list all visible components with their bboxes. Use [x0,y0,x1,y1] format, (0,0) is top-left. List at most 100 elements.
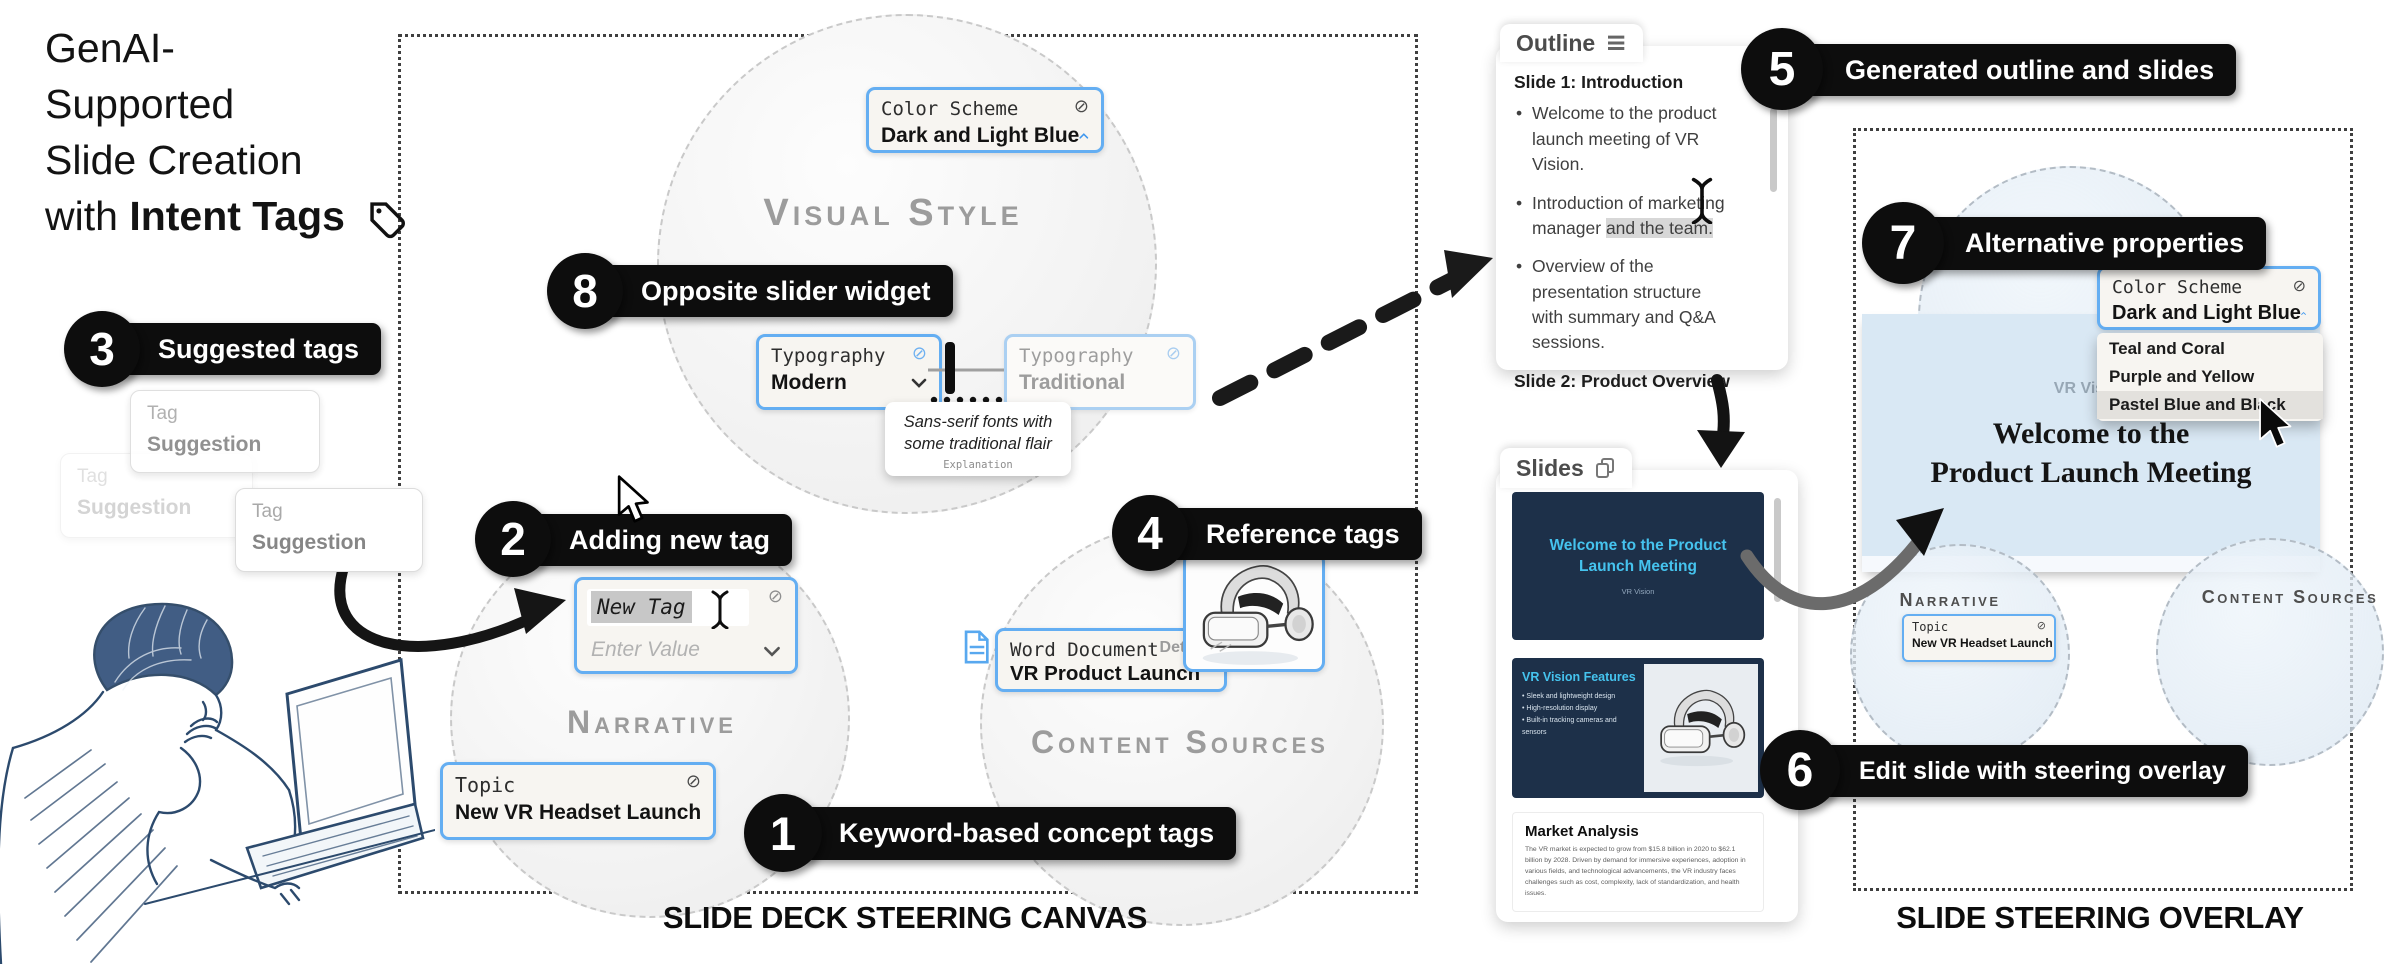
topic-label: Topic [1912,620,1949,634]
new-tag-value-placeholder[interactable]: Enter Value [591,638,700,661]
slide-steering-overlay-region [1853,128,2353,891]
color-scheme-options: Teal and Coral Purple and Yellow Pastel … [2097,333,2323,421]
color-scheme-value: Dark and Light Blue [2112,302,2301,324]
negate-icon[interactable]: ⊘ [1165,343,1181,364]
word-document-label: Word Document [1010,639,1159,661]
tag-suggestion-card[interactable]: Tag Suggestion [130,390,320,473]
step-label-5: Generated outline and slides [1801,44,2237,96]
explanation-tooltip: Sans-serif fonts with some traditional f… [885,402,1071,476]
slide2-bullets: Sleek and lightweight design High-resolu… [1522,691,1640,739]
mouse-cursor-icon [617,475,649,523]
slider-handle [945,342,955,394]
dropdown-option[interactable]: Teal and Coral [2109,339,2225,358]
vr-headset-image [1660,689,1746,767]
outline-bullet: Introduction of marketing manager and th… [1514,191,1730,242]
slide1-subtitle: VR Vision [1621,587,1655,597]
step-number-6: 6 [1760,730,1840,810]
opposite-slider[interactable] [928,338,1004,408]
slide2-image [1644,664,1758,792]
step-number-1: 1 [744,794,822,872]
outline-bullet: Overview of the presentation structure w… [1514,254,1730,356]
content-sources-zone-label: Content Sources [1031,724,1329,760]
typography-value: Modern [771,371,847,394]
title-line-1: GenAI- [45,25,175,71]
overlay-narrative-label: Narrative [1899,590,2001,610]
list-icon: ≡ [1605,28,1628,58]
slide3-title: Market Analysis [1525,823,1639,840]
explanation-line-1: Sans-serif fonts with [903,413,1053,431]
new-tag-widget[interactable]: New Tag ⊘ Enter Value [574,577,798,674]
typography-modern-tag[interactable]: Typography ⊘ Modern [756,334,942,410]
step-number-5: 5 [1741,28,1823,110]
negate-icon[interactable]: ⊘ [911,343,927,364]
text-cursor-icon [1691,177,1713,224]
dropdown-option[interactable]: Purple and Yellow [2109,367,2255,386]
title-line-2: Supported [45,81,235,127]
step-number-3: 3 [64,311,140,387]
title-line-3: Slide Creation [45,137,303,183]
step-number-7: 7 [1862,202,1944,284]
tab-slides[interactable]: Slides [1500,448,1632,488]
figure-title: GenAI- Supported Slide Creation with Int… [45,20,410,244]
step-label-7: Alternative properties [1923,217,2267,270]
chevron-up-icon[interactable] [1079,131,1089,141]
chevron-down-icon[interactable] [763,646,781,657]
overlay-color-scheme-tag[interactable]: Color Scheme ⊘ Dark and Light Blue [2097,266,2321,330]
outline-slide2-heading: Slide 2: Product Overview [1514,370,1730,391]
slide-thumbnail-3[interactable]: Market Analysis The VR market is expecte… [1512,812,1764,912]
step-number-2: 2 [475,501,551,577]
overlay-topic-tag[interactable]: Topic ⊘ New VR Headset Launch [1902,614,2056,662]
color-scheme-label: Color Scheme [2112,277,2243,298]
dropdown-option-highlighted[interactable]: Pastel Blue and Black [2097,391,2323,419]
negate-icon[interactable]: ⊘ [1073,96,1089,117]
narrative-zone-label: Narrative [567,704,737,740]
slide1-title: Welcome to the Product Launch Meeting [1549,536,1727,575]
step-label-8: Opposite slider widget [601,265,953,317]
tab-outline[interactable]: Outline ≡ [1500,24,1644,62]
overlay-content-sources-label: Content Sources [2201,587,2379,607]
tag-icon [370,202,406,239]
visual-style-zone-label: Visual Style [763,192,1023,234]
slide2-title: VR Vision Features [1522,670,1636,684]
negate-icon[interactable]: ⊘ [2036,619,2046,632]
slide-thumbnail-2[interactable]: VR Vision Features Sleek and lightweight… [1512,658,1764,798]
color-scheme-label: Color Scheme [881,98,1019,120]
explanation-caption: Explanation [943,458,1013,471]
slide-thumbnail-1[interactable]: Welcome to the Product Launch Meeting VR… [1512,492,1764,640]
tag-suggestion-card[interactable]: Tag Suggestion [235,488,423,572]
typography-label: Typography [771,345,886,367]
word-document-value: VR Product Launch [1010,662,1201,685]
step-number-4: 4 [1112,495,1188,571]
overlay-content-sources-circle [2156,538,2384,766]
negate-icon[interactable]: ⊘ [2292,276,2306,295]
step-label-4: Reference tags [1166,508,1422,560]
image-reference-tag[interactable] [1183,552,1325,672]
typography-value: Traditional [1019,371,1126,394]
copy-icon [1595,458,1614,478]
step-label-1: Keyword-based concept tags [799,807,1237,860]
canvas-caption: SLIDE DECK STEERING CANVAS [662,900,1148,935]
chevron-down-icon[interactable] [911,378,927,388]
color-scheme-tag[interactable]: Color Scheme ⊘ Dark and Light Blue [866,87,1104,153]
overlay-slide-title: Welcome to the Product Launch Meeting [1930,417,2252,489]
slides-scrollbar[interactable] [1774,498,1781,602]
topic-label: Topic [455,773,516,797]
negate-icon[interactable]: ⊘ [685,771,701,792]
vr-headset-image [1202,565,1314,665]
chevron-up-icon[interactable] [2301,309,2306,318]
topic-tag[interactable]: Topic ⊘ New VR Headset Launch [440,762,716,840]
topic-value: New VR Headset Launch [1912,636,2053,650]
slide3-body: The VR market is expected to grow from $… [1525,846,1746,897]
step-label-3: Suggested tags [118,323,382,375]
color-scheme-value: Dark and Light Blue [881,124,1080,147]
topic-value: New VR Headset Launch [455,801,702,824]
outline-content[interactable]: Slide 1: Introduction Welcome to the pro… [1514,62,1730,398]
outline-bullet: Welcome to the product launch meeting of… [1514,101,1730,177]
outline-scrollbar[interactable] [1770,108,1777,192]
new-tag-selected-text: New Tag [591,591,692,623]
new-tag-name-input[interactable]: New Tag [587,589,749,629]
negate-icon[interactable]: ⊘ [767,586,783,607]
mouse-cursor-icon [2259,398,2292,448]
typography-traditional-tag[interactable]: Typography ⊘ Traditional [1004,334,1196,410]
